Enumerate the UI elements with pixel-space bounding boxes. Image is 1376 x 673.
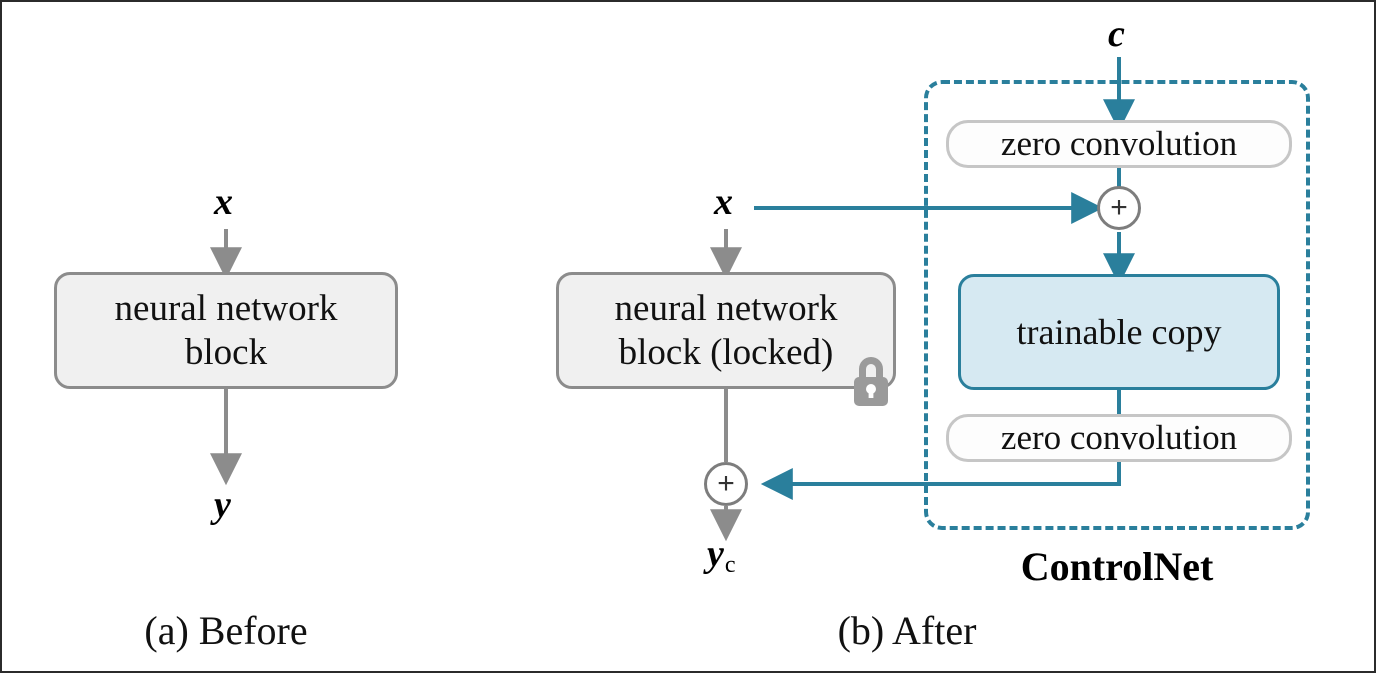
controlnet-label: ControlNet [1020, 544, 1214, 589]
panel-b-condition-label: c [1108, 13, 1125, 55]
panel-b-output-subscript: c [724, 552, 736, 578]
zero-convolution-bottom[interactable]: zero convolution [946, 414, 1292, 462]
panel-b-block-text: neural network block (locked) [615, 287, 838, 374]
panel-a-output-label: y [214, 484, 231, 526]
trainable-copy-label: trainable copy [1016, 312, 1222, 352]
panel-a-caption: (a) Before [144, 608, 308, 653]
add-node-bottom-symbol: + [717, 467, 735, 500]
zero-convolution-top[interactable]: zero convolution [946, 120, 1292, 168]
panel-a-input-label: x [214, 181, 233, 223]
panel-b-block-line2: block (locked) [618, 331, 834, 373]
panel-b-locked-neural-network-block[interactable]: neural network block (locked) [556, 272, 896, 389]
controlnet-boundary [924, 80, 1310, 530]
panel-a-block-line1: neural network [114, 287, 338, 329]
zero-convolution-top-label: zero convolution [1000, 124, 1238, 163]
add-node-top[interactable]: + [1097, 186, 1141, 230]
panel-b-output-label: yc [707, 532, 736, 578]
lock-icon [845, 354, 897, 410]
panel-b-input-label: x [714, 181, 733, 223]
panel-b-output-base: y [707, 533, 724, 575]
zero-convolution-bottom-label: zero convolution [1000, 418, 1238, 457]
add-node-bottom[interactable]: + [704, 462, 748, 506]
panel-a-block-line2: block [184, 331, 268, 373]
add-node-top-symbol: + [1110, 191, 1128, 224]
panel-a-neural-network-block[interactable]: neural network block [54, 272, 398, 389]
panel-b-caption: (b) After [837, 608, 977, 653]
arrow-b-zeroconv-return-to-add [760, 462, 1121, 500]
trainable-copy-block[interactable]: trainable copy [958, 274, 1280, 390]
panel-b-block-line1: neural network [614, 287, 838, 329]
panel-a-block-text: neural network block [115, 287, 338, 374]
